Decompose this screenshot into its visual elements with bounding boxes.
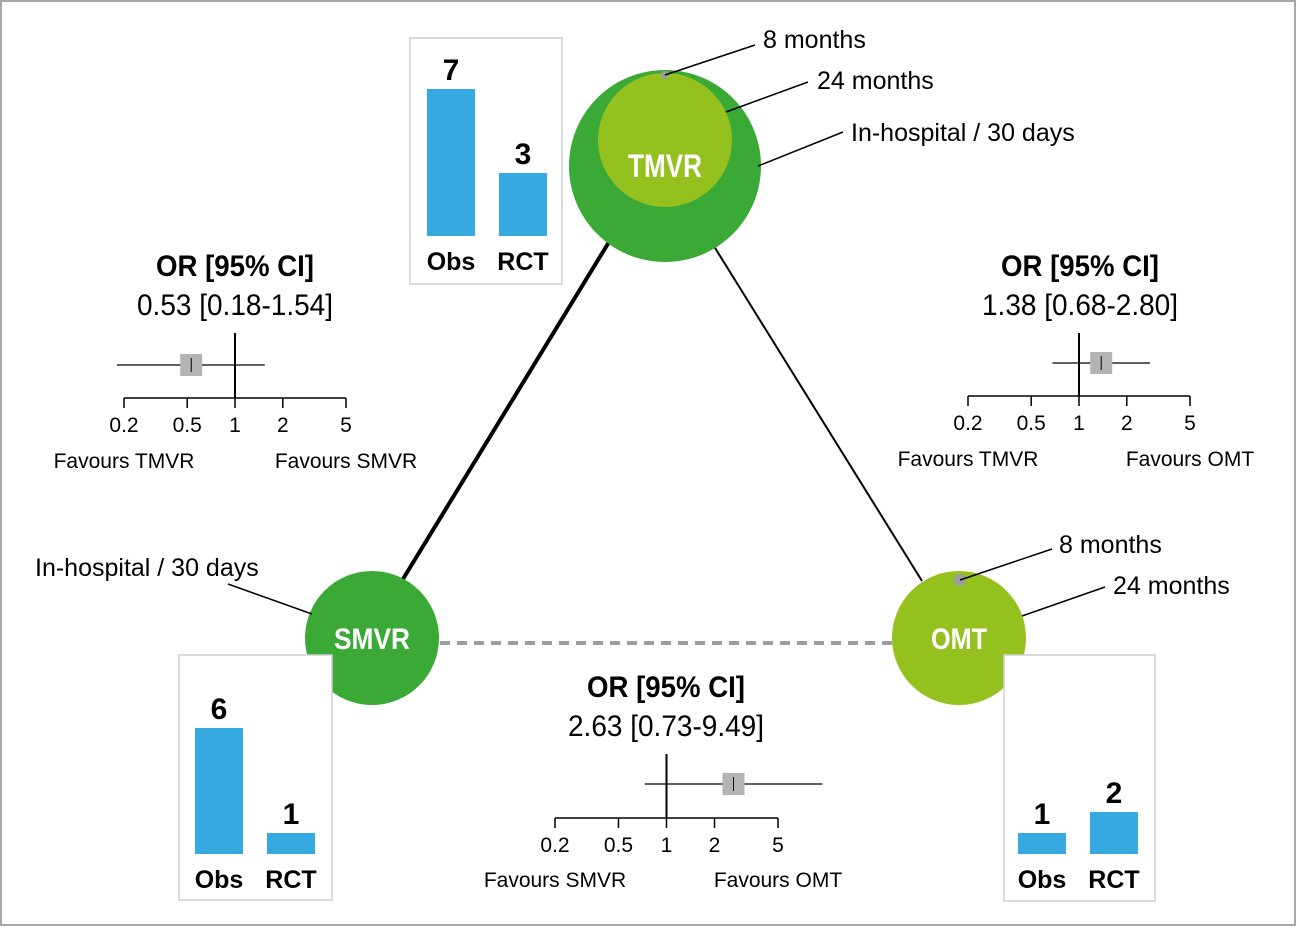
- tmvr-leader-long: [757, 131, 844, 167]
- favours-left-smvr-omt: Favours SMVR: [484, 869, 626, 892]
- bar-label-tmvr-rct: RCT: [497, 248, 548, 276]
- tmvr-node-label: TMVR: [628, 148, 702, 184]
- edge-tmvr-smvr: [401, 240, 611, 581]
- node-tmvr: TMVR: [569, 70, 761, 262]
- comparison-smvr-omt: OR [95% CI] 2.63 [0.73-9.49] Favours SMV…: [484, 671, 843, 892]
- smvr-legend-long: In-hospital / 30 days: [35, 554, 259, 582]
- bar-label-tmvr-obs: Obs: [427, 248, 476, 276]
- favours-right-tmvr-smvr: Favours SMVR: [275, 450, 417, 473]
- forest-tick-label-tmvr_smvr-0.2: 0.2: [109, 414, 138, 437]
- omt-legend-short: 8 months: [1059, 531, 1162, 559]
- or-title-tmvr-omt: OR [95% CI]: [1001, 250, 1159, 283]
- forest-tick-label-tmvr_omt-5: 5: [1184, 412, 1196, 435]
- or-value-smvr-omt: 2.63 [0.73-9.49]: [568, 710, 764, 743]
- omt-leader-short: [959, 548, 1053, 581]
- smvr-leader-long: [227, 583, 313, 615]
- forest-tick-label-tmvr_smvr-1: 1: [229, 414, 241, 437]
- favours-left-tmvr-omt: Favours TMVR: [898, 448, 1039, 471]
- forest-tick-label-smvr_omt-0.5: 0.5: [604, 834, 633, 857]
- forest-tick-label-tmvr_smvr-2: 2: [277, 414, 289, 437]
- tmvr-leader-short: [664, 44, 756, 76]
- forest-tick-label-tmvr_omt-0.5: 0.5: [1017, 412, 1046, 435]
- bar-omt-obs: [1018, 833, 1066, 854]
- tmvr-legend-mid: 24 months: [817, 67, 934, 95]
- bar-label-omt-rct: RCT: [1088, 866, 1139, 894]
- omt-node-label: OMT: [931, 623, 987, 656]
- forest-plot-smvr-omt: 0.2 0.5 1 2 5: [540, 754, 823, 857]
- or-title-smvr-omt: OR [95% CI]: [587, 671, 745, 704]
- bar-label-smvr-rct: RCT: [265, 866, 316, 894]
- tmvr-legend-short: 8 months: [763, 26, 866, 54]
- forest-tick-label-tmvr_omt-2: 2: [1121, 412, 1133, 435]
- forest-tick-label-smvr_omt-5: 5: [772, 834, 784, 857]
- forest-plot-tmvr-smvr: 0.2 0.5 1 2 5: [109, 333, 352, 437]
- bar-label-smvr-obs: Obs: [195, 866, 244, 894]
- omt-circle: [892, 571, 1026, 705]
- omt-leader-mid: [1021, 586, 1106, 617]
- forest-tick-label-smvr_omt-1: 1: [661, 834, 673, 857]
- tmvr-leader-mid: [725, 81, 809, 113]
- bar-value-omt-rct: 2: [1106, 777, 1123, 810]
- bar-chart-box-omt: [1003, 654, 1156, 902]
- smvr-circle: [305, 571, 439, 705]
- bar-smvr-obs: [195, 728, 243, 854]
- forest-tick-label-tmvr_smvr-5: 5: [340, 414, 352, 437]
- or-value-tmvr-smvr: 0.53 [0.18-1.54]: [137, 289, 333, 322]
- node-omt: OMT: [892, 571, 1026, 705]
- bar-value-smvr-obs: 6: [211, 693, 228, 726]
- bar-tmvr-rct: [499, 173, 547, 236]
- edge-tmvr-omt: [711, 242, 923, 582]
- favours-left-tmvr-smvr: Favours TMVR: [54, 450, 195, 473]
- bar-value-tmvr-rct: 3: [515, 138, 532, 171]
- or-title-tmvr-smvr: OR [95% CI]: [156, 250, 314, 283]
- bar-smvr-rct: [267, 833, 315, 854]
- node-smvr: SMVR: [305, 571, 439, 705]
- favours-right-tmvr-omt: Favours OMT: [1126, 448, 1255, 471]
- bar-label-omt-obs: Obs: [1018, 866, 1067, 894]
- bar-value-omt-obs: 1: [1034, 798, 1051, 831]
- smvr-node-label: SMVR: [334, 623, 410, 656]
- tmvr-legend-long: In-hospital / 30 days: [851, 119, 1075, 147]
- forest-plot-tmvr-omt: 0.2 0.5 1 2 5: [953, 333, 1196, 435]
- or-value-tmvr-omt: 1.38 [0.68-2.80]: [982, 289, 1178, 322]
- bar-value-tmvr-obs: 7: [443, 54, 460, 87]
- omt-legend-mid: 24 months: [1113, 572, 1230, 600]
- favours-right-smvr-omt: Favours OMT: [714, 869, 843, 892]
- bar-tmvr-obs: [427, 89, 475, 236]
- bar-omt-rct: [1090, 812, 1138, 854]
- forest-tick-label-tmvr_smvr-0.5: 0.5: [173, 414, 202, 437]
- forest-tick-label-smvr_omt-2: 2: [709, 834, 721, 857]
- comparison-tmvr-smvr: OR [95% CI] 0.53 [0.18-1.54] Favours TMV…: [54, 250, 418, 473]
- tmvr-inner-circle: [598, 73, 732, 207]
- comparison-tmvr-omt: OR [95% CI] 1.38 [0.68-2.80] Favours TMV…: [898, 250, 1255, 471]
- forest-tick-label-tmvr_omt-1: 1: [1073, 412, 1085, 435]
- forest-tick-label-smvr_omt-0.2: 0.2: [540, 834, 569, 857]
- forest-tick-label-tmvr_omt-0.2: 0.2: [953, 412, 982, 435]
- bar-value-smvr-rct: 1: [283, 798, 300, 831]
